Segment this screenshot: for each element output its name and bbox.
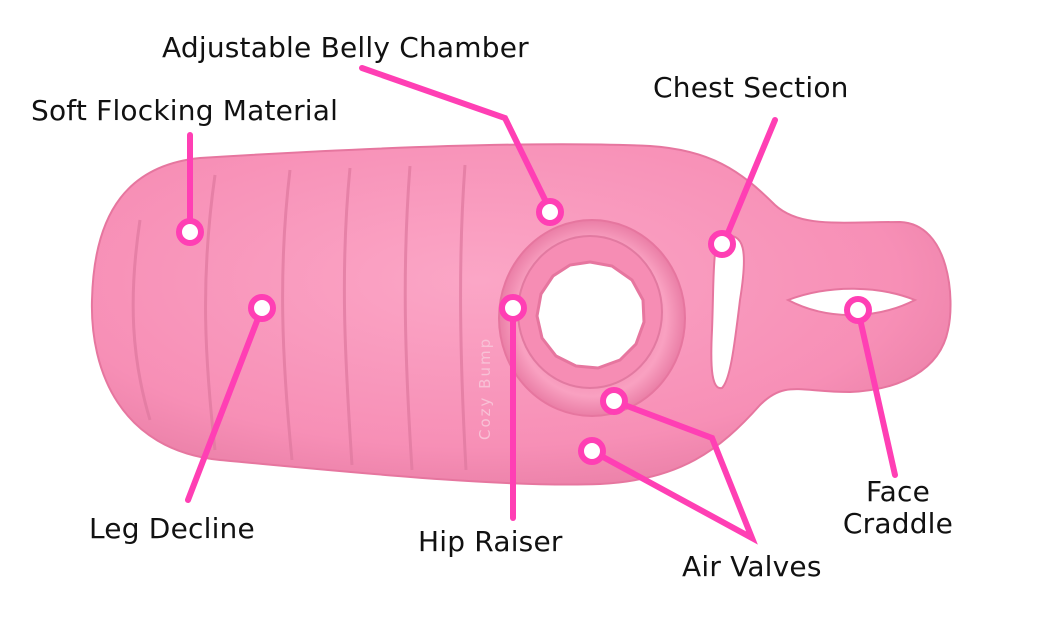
- callout-line-valves: [589, 398, 758, 545]
- label-soft-flocking-material: Soft Flocking Material: [31, 94, 339, 127]
- dot-valve-2: [578, 437, 606, 465]
- label-face-line1: Face: [865, 475, 931, 508]
- belly-chamber-ring: [498, 219, 686, 417]
- callout-line-chest: [722, 117, 778, 243]
- callout-dots: [176, 198, 872, 465]
- label-hip-raiser: Hip Raiser: [418, 525, 563, 558]
- label-air-valves: Air Valves: [682, 550, 822, 583]
- callout-line-belly: [359, 65, 553, 213]
- label-face-cradle: Face Craddle: [836, 476, 960, 540]
- dot-face: [844, 296, 872, 324]
- label-face-line2: Craddle: [842, 507, 954, 540]
- label-chest-section: Chest Section: [653, 71, 849, 104]
- dot-flocking: [176, 218, 204, 246]
- dot-leg: [248, 294, 276, 322]
- cozy-bump-logo: Cozy Bump: [476, 337, 494, 440]
- dot-hip: [499, 294, 527, 322]
- callout-line-face: [855, 307, 898, 478]
- dot-chest: [708, 230, 736, 258]
- label-adjustable-belly-chamber: Adjustable Belly Chamber: [162, 31, 529, 64]
- label-leg-decline: Leg Decline: [89, 512, 255, 545]
- svg-text:Cozy Bump: Cozy Bump: [476, 337, 494, 440]
- callout-line-leg: [185, 305, 265, 503]
- dot-belly: [536, 198, 564, 226]
- dot-valve-1: [600, 387, 628, 415]
- callout-lines: [185, 65, 898, 545]
